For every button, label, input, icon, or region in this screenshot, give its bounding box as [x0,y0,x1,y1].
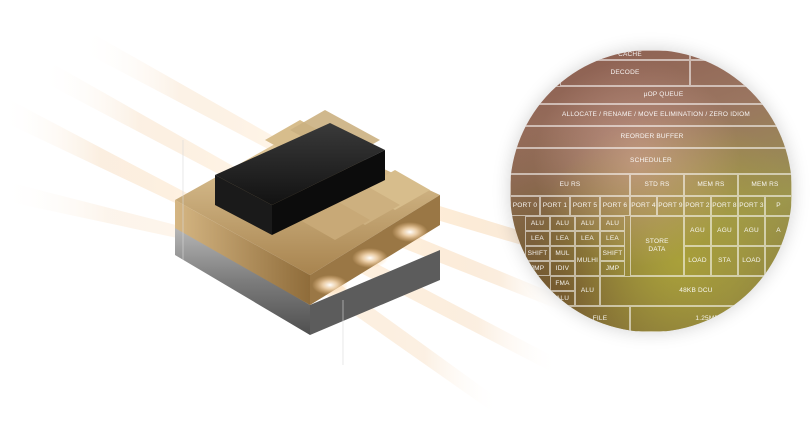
mul-unit: MUL [550,246,575,261]
load-unit-1: LOAD [684,246,711,276]
dcu-block: 48KB DCU [600,276,792,306]
port-glows [312,222,428,295]
mem-rs-block-2: MEM RS [738,174,792,196]
agu-unit-3: AGU [738,216,765,246]
lea-unit-3: LEA [575,231,600,246]
fma-unit: FMA [550,276,575,291]
agu-unit-2: AGU [711,216,738,246]
mulhi-unit: MULHI [575,246,600,276]
std-rs-block: STD RS [630,174,684,196]
uop-cache-block: µO [690,60,792,86]
mem-rs-block-1: MEM RS [684,174,738,196]
load-unit-2: LOAD [738,246,765,276]
port-2: PORT 2 [684,196,711,216]
uop-queue-block: µOP QUEUE [535,86,792,104]
idiv-unit: IDIV [550,261,575,276]
lea-unit-4: LEA [600,231,625,246]
decode-block: DECODE [560,60,690,86]
port-5: PORT 5 [570,196,600,216]
port-4: PORT 4 [630,196,657,216]
port-last: P [765,196,792,216]
jmp-unit-2: JMP [600,261,625,276]
reorder-buffer-block: REORDER BUFFER [512,126,792,148]
agu-unit-4: A [765,216,792,246]
alu-unit-6: ALU [575,276,600,306]
cache-block-right [690,50,790,60]
store-data-unit: STORE DATA [630,216,684,276]
l2-cache-block: 1.25MB M [630,306,792,332]
alu-unit-2: ALU [550,216,575,231]
agu-unit-1: AGU [684,216,711,246]
port-1: PORT 1 [540,196,570,216]
chip-black-block [215,123,385,235]
alu-unit-5: ALU [550,291,575,306]
chip-base [175,225,440,335]
alu-unit-4: ALU [600,216,625,231]
allocate-rename-block: ALLOCATE / RENAME / MOVE ELIMINATION / Z… [520,104,792,126]
sta-unit-2: S [765,246,792,276]
scheduler-block: SCHEDULER [510,148,792,174]
port-0: PORT 0 [510,196,540,216]
port-6: PORT 6 [600,196,630,216]
jmp-unit-1: JMP [525,261,550,276]
cache-block: CACHE [570,50,690,60]
eu-rs-block: EU RS [510,174,630,196]
sta-unit-1: STA [711,246,738,276]
incoming-light-beams [0,35,280,245]
port-9: PORT 9 [657,196,684,216]
port-8: PORT 8 [711,196,738,216]
magnifier-lens: CACHE DECODE µO µOP QUEUE ALLOCATE / REN… [510,50,792,332]
port-3: PORT 3 [738,196,765,216]
lea-unit-1: LEA [525,231,550,246]
lea-unit-2: LEA [550,231,575,246]
shift-unit-2: SHIFT [600,246,625,261]
register-file-block: FILE [570,306,630,332]
shift-unit-1: SHIFT [525,246,550,261]
alu-unit-1: ALU [525,216,550,231]
alu-unit-3: ALU [575,216,600,231]
